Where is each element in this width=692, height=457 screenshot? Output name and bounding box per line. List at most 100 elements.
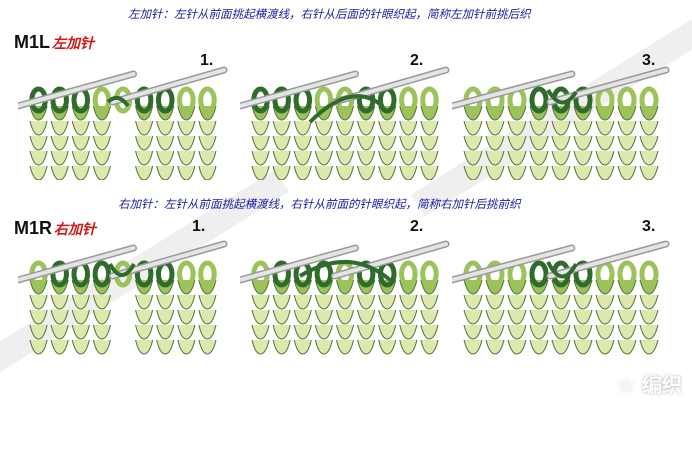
stitch (71, 324, 90, 340)
stitch (50, 135, 69, 151)
caption-m1l: 左加针：左针从前面挑起横渡线，右针从后面的针眼织起，简称左加针前挑后织 (128, 7, 531, 21)
stitch (198, 165, 217, 180)
stitch (29, 165, 48, 180)
stitch (251, 324, 270, 340)
needle-highlight (18, 246, 136, 282)
stitch-loop (272, 260, 291, 288)
yarn-strand (298, 259, 392, 282)
stitch (378, 324, 397, 340)
stitch-loop (198, 86, 217, 114)
stitch (251, 339, 270, 355)
stitch (399, 135, 418, 151)
stitch-loop (617, 86, 637, 114)
stitch (293, 135, 312, 151)
stitch (29, 120, 48, 136)
stitch (507, 294, 527, 310)
stitch (29, 339, 48, 355)
stitch (595, 120, 615, 136)
stitch (71, 150, 90, 166)
stitch (92, 165, 111, 180)
stitch (378, 120, 397, 136)
stitch (378, 135, 397, 151)
stitch (485, 150, 505, 166)
stitch-loop (177, 260, 196, 288)
stitch-loop (529, 260, 549, 288)
stitch (595, 150, 615, 166)
stitch (595, 135, 615, 151)
section-code: M1L (14, 32, 50, 52)
step-label: 3. (642, 218, 656, 235)
stitch (314, 135, 333, 151)
step-label: 2. (410, 218, 424, 235)
stitch (156, 309, 175, 325)
stitch (272, 339, 291, 355)
stitch (50, 120, 69, 136)
stitch (177, 294, 196, 310)
section-code: M1R (14, 218, 53, 238)
stitch (463, 324, 483, 340)
stitch (529, 150, 549, 166)
stitch (177, 120, 196, 136)
stitch (293, 294, 312, 310)
stitch (314, 165, 333, 180)
step-label: 1. (192, 218, 206, 235)
stitch (357, 309, 376, 325)
step-label: 2. (410, 52, 424, 69)
needle-highlight (240, 246, 358, 282)
stitch (29, 324, 48, 340)
stitch (135, 165, 154, 180)
stitch (177, 324, 196, 340)
stitch (420, 339, 439, 355)
stitch (335, 165, 355, 180)
stitch (198, 324, 217, 340)
stitch (463, 165, 483, 180)
stitch (399, 120, 418, 136)
stitch (156, 294, 175, 310)
stitch (177, 150, 196, 166)
stitch (198, 120, 217, 136)
stitch (639, 165, 659, 180)
stitch (573, 309, 593, 325)
stitch-loop (50, 260, 69, 288)
stitch (573, 324, 593, 340)
stitch (399, 294, 418, 310)
stitch (71, 309, 90, 325)
stitch (272, 135, 291, 151)
stitch (595, 324, 615, 340)
stitch (156, 135, 175, 151)
yarn-strand (546, 261, 578, 279)
section-name: 左加针 (52, 36, 94, 52)
stitch-loop (639, 260, 659, 288)
stitch (50, 294, 69, 310)
stitch (420, 309, 439, 325)
stitch (529, 135, 549, 151)
stitch (156, 339, 175, 355)
stitch (272, 150, 291, 166)
stitch (71, 135, 90, 151)
needle-highlight (240, 72, 358, 108)
stitch (357, 120, 376, 136)
stitch (314, 120, 333, 136)
needle-highlight (452, 72, 574, 108)
stitch (485, 324, 505, 340)
stitch (378, 165, 397, 180)
stitch (251, 165, 270, 180)
stitch-loop (272, 86, 291, 114)
stitch (551, 339, 571, 355)
stitch (92, 150, 111, 166)
knit-illustration-m1r-step3 (452, 240, 670, 355)
stitch (507, 150, 527, 166)
stitch (463, 339, 483, 355)
stitch (463, 294, 483, 310)
stitch (551, 309, 571, 325)
stitch (573, 294, 593, 310)
stitch (617, 120, 637, 136)
stitch (551, 150, 571, 166)
stitch (529, 324, 549, 340)
stitch (485, 339, 505, 355)
stitch (357, 165, 376, 180)
stitch (251, 135, 270, 151)
knit-illustration-m1r-step2 (240, 240, 450, 355)
stitch (399, 309, 418, 325)
stitch (92, 120, 111, 136)
